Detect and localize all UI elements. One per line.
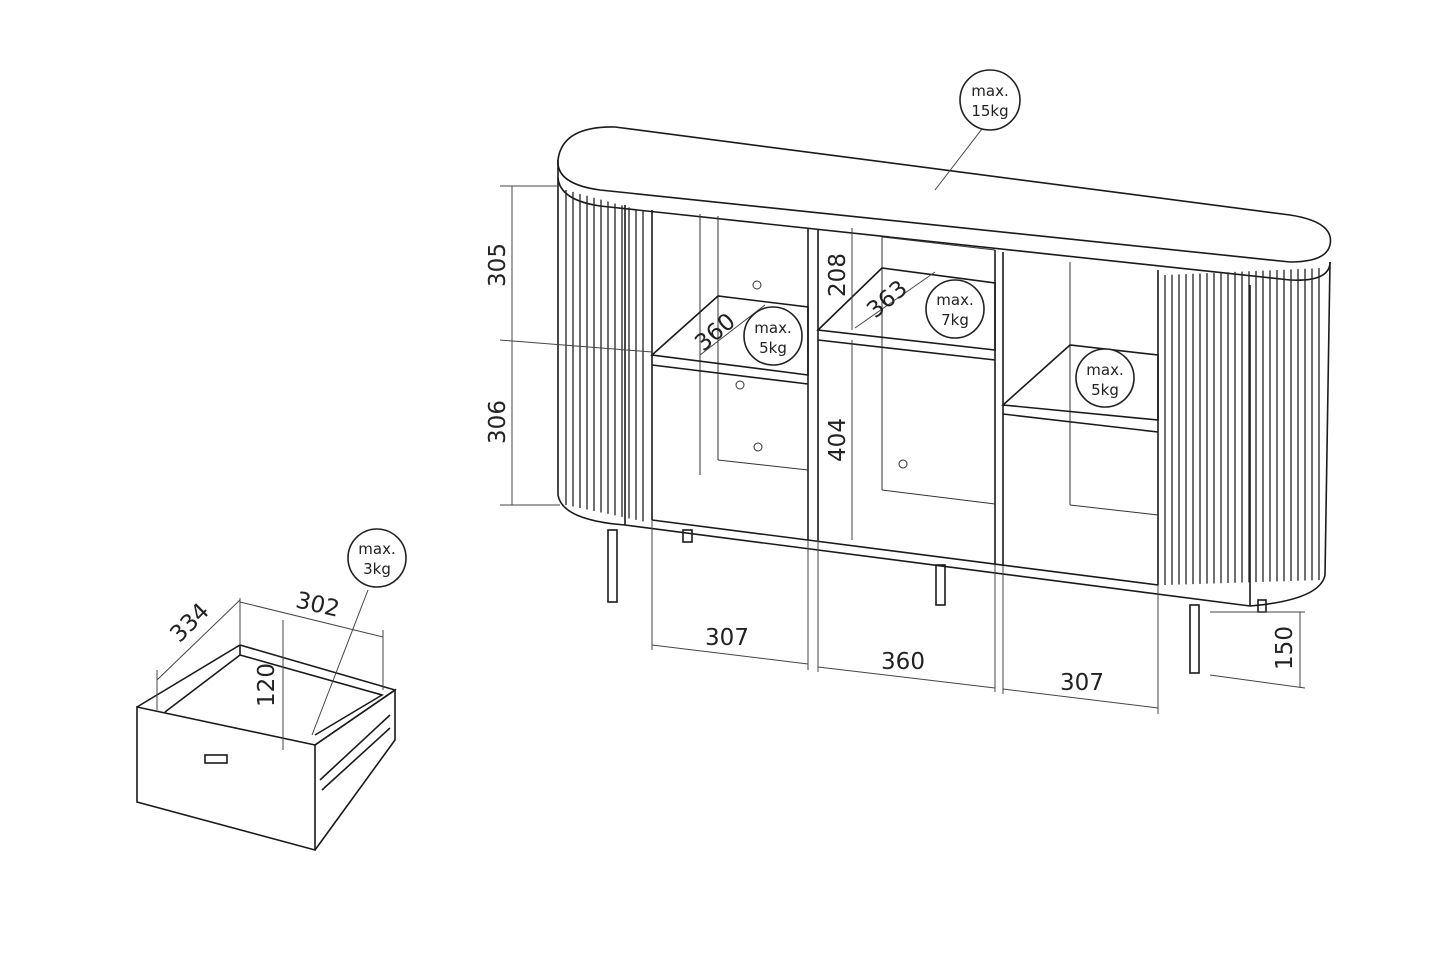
dim-leg-height: 150 [1272,626,1298,670]
dim-height-upper: 305 [485,243,511,287]
load-badge-middle-shelf: max. 7kg [925,279,985,339]
dim-width-left: 307 [705,625,749,651]
load-badge-drawer: max. 3kg [347,528,407,588]
shelf-middle [816,267,996,361]
right-curved-side [1249,261,1331,607]
svg-text:max.: max. [936,291,973,309]
fluted-panel-left [565,190,644,522]
svg-text:max.: max. [971,82,1008,100]
dim-middle-shelf-depth: 363 [862,276,912,324]
svg-text:3kg: 3kg [363,560,391,578]
left-curved-side [557,178,626,526]
svg-text:5kg: 5kg [759,339,787,357]
svg-text:max.: max. [1086,361,1123,379]
dim-middle-upper: 208 [825,253,851,297]
drawer: 334 302 120 max. 3kg [136,528,407,852]
svg-text:max.: max. [754,319,791,337]
dim-middle-lower: 404 [825,418,851,462]
svg-text:7kg: 7kg [941,311,969,329]
load-badge-left-shelf: max. 5kg [743,306,803,366]
load-badge-right-shelf: max. 5kg [1075,348,1135,408]
dimension-lines [499,124,1306,714]
sideboard [557,126,1332,674]
dim-drawer-height: 120 [254,663,280,707]
dim-height-lower: 306 [485,400,511,444]
dim-drawer-width: 302 [293,588,342,623]
shelf-right [1001,344,1159,433]
sideboard-top [557,126,1332,263]
dim-left-shelf-depth: 360 [690,309,740,357]
fluted-panel-right [1164,268,1320,585]
dim-width-middle: 360 [881,649,925,675]
drawer-handle [204,754,228,764]
svg-text:max.: max. [358,540,395,558]
dim-width-right: 307 [1060,670,1104,696]
svg-text:5kg: 5kg [1091,381,1119,399]
load-badge-top: max. 15kg [959,69,1021,131]
dim-drawer-depth: 334 [165,598,214,647]
svg-text:15kg: 15kg [971,102,1008,120]
shelf-left [650,295,809,385]
